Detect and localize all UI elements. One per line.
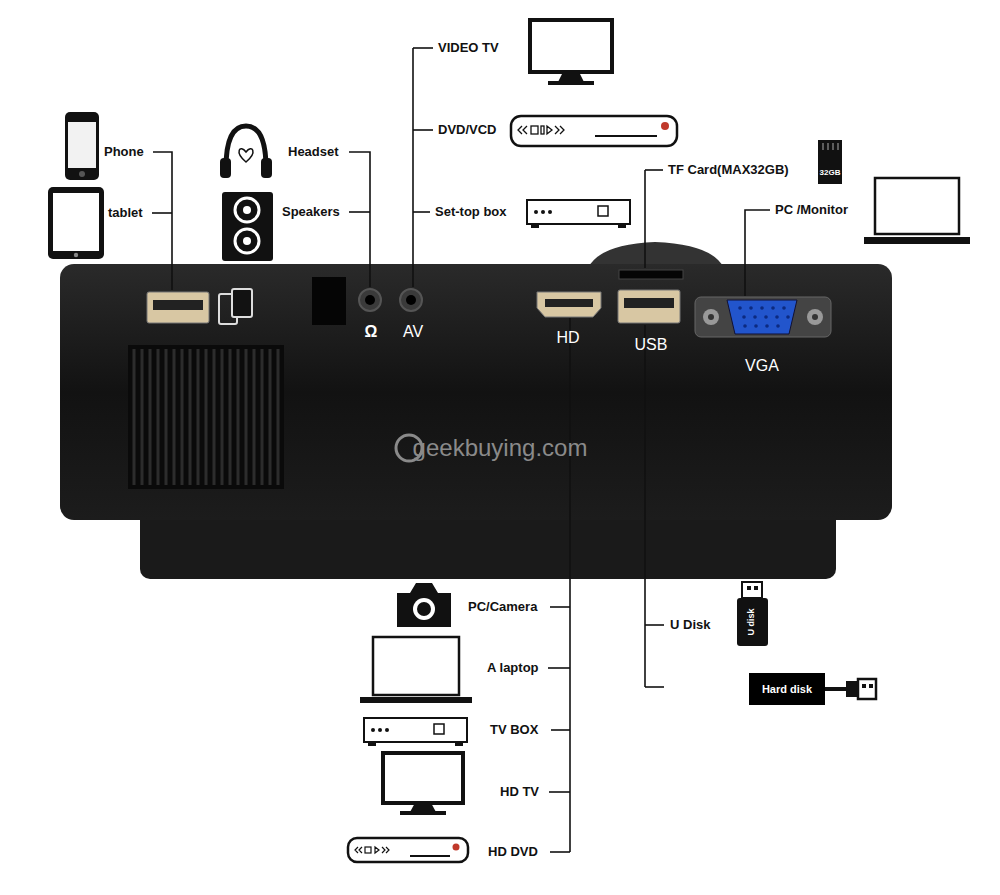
vent-slot (221, 349, 224, 485)
vent-slot (237, 349, 240, 485)
vent-slot (133, 349, 136, 485)
device-label: Headset (288, 145, 339, 159)
vent-slot (141, 349, 144, 485)
vent-slot (197, 349, 200, 485)
vent-slot (229, 349, 232, 485)
device-label: HD TV (500, 785, 539, 799)
port-label: HD (556, 329, 579, 347)
device-label: HD DVD (488, 845, 538, 859)
vent-slot (245, 349, 248, 485)
drive-text: U disk (747, 608, 757, 635)
device-label: TF Card(MAX32GB) (668, 163, 789, 177)
vent-slot (149, 349, 152, 485)
vent-slot (269, 349, 272, 485)
card-capacity: 32GB (820, 169, 841, 178)
device-label: DVD/VCD (438, 123, 497, 137)
vent-slot (213, 349, 216, 485)
vent-slot (173, 349, 176, 485)
watermark: geekbuying.com (413, 435, 588, 461)
device-label: TV BOX (490, 723, 538, 737)
device-label: PC/Camera (468, 600, 537, 614)
vent-slot (253, 349, 256, 485)
port-label: USB (635, 336, 668, 354)
device-label: A laptop (487, 661, 539, 675)
device-label: Set-top box (435, 205, 507, 219)
device-label: PC /Monitor (775, 203, 848, 217)
vent-slot (157, 349, 160, 485)
drive-text: Hard disk (762, 683, 812, 695)
port-label: VGA (745, 357, 779, 375)
device-label: U Disk (670, 618, 710, 632)
device-label: Phone (104, 145, 144, 159)
vent-slot (165, 349, 168, 485)
device-label: tablet (108, 206, 143, 220)
port-label: AV (403, 323, 423, 341)
vent-slot (189, 349, 192, 485)
vent-slot (205, 349, 208, 485)
vent-slot (261, 349, 264, 485)
vent-slot (277, 349, 280, 485)
port-label: Ω (365, 323, 378, 341)
drive-box: Hard disk (749, 673, 825, 705)
device-label: VIDEO TV (438, 41, 499, 55)
vent-slot (181, 349, 184, 485)
device-label: Speakers (282, 205, 340, 219)
